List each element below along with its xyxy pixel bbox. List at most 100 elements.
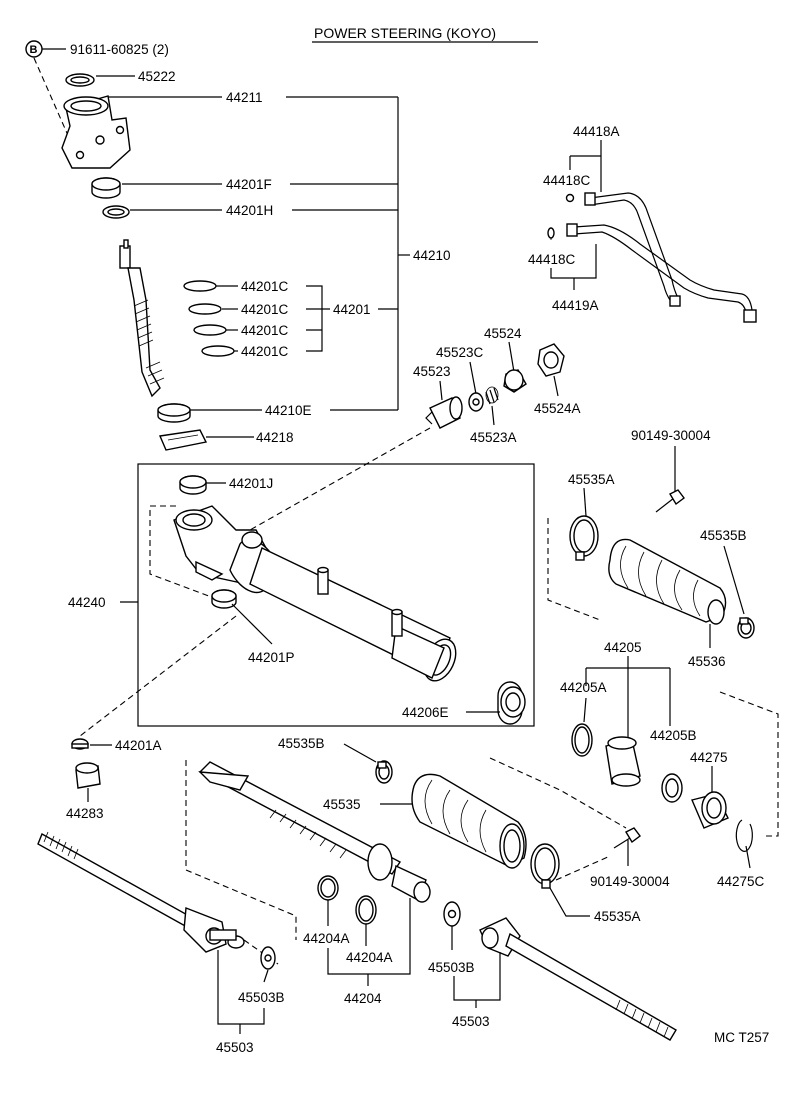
- bolt-marker-icon: B: [25, 40, 43, 58]
- label-44201P: 44201P: [248, 650, 295, 665]
- label-45524A: 45524A: [534, 401, 581, 416]
- label-44210E: 44210E: [265, 403, 312, 418]
- bushing-44205: [605, 736, 641, 787]
- label-45535: 45535: [323, 797, 361, 812]
- seal-44201P: [211, 589, 237, 609]
- cap-44283: [75, 762, 101, 789]
- label-44275: 44275: [690, 750, 728, 765]
- label-44204A-1: 44204A: [303, 931, 350, 946]
- label-45535A-mid: 45535A: [594, 909, 641, 924]
- boot-45536: [608, 538, 727, 625]
- snap-ring-44275C: [735, 819, 753, 852]
- label-44201C-2: 44201C: [241, 302, 289, 317]
- clamp-45535B-top: [737, 617, 755, 639]
- bolt-90149-top: [655, 489, 685, 513]
- label-44201C-3: 44201C: [241, 323, 289, 338]
- clamp-45535B-mid: [375, 760, 393, 784]
- washer-45523C: [468, 392, 484, 412]
- gasket-44218: [158, 429, 208, 451]
- label-44418C-top: 44418C: [543, 173, 591, 188]
- label-44418A: 44418A: [573, 124, 620, 139]
- label-45523C: 45523C: [436, 345, 484, 360]
- clamp-45535A-top: [569, 515, 599, 561]
- label-45524: 45524: [484, 326, 522, 341]
- label-44201: 44201: [333, 302, 371, 317]
- label-44201C-4: 44201C: [241, 344, 289, 359]
- label-45535B-top: 45535B: [700, 528, 747, 543]
- return-tube: [566, 223, 757, 323]
- washer-45503B-right: [443, 901, 461, 927]
- svg-text:B: B: [30, 44, 38, 56]
- o-ring-44205A: [571, 723, 593, 757]
- bolt-90149-mid: [613, 827, 641, 849]
- label-44211: 44211: [226, 90, 263, 105]
- label-45503B-right: 45503B: [428, 960, 475, 975]
- label-44201H: 44201H: [226, 203, 273, 218]
- housing-box-44240: [137, 463, 535, 727]
- boot-dash-mid: [489, 757, 627, 829]
- rings-44201C: [183, 280, 235, 357]
- rack-dash: [185, 760, 297, 940]
- boot-dash-right: [719, 691, 779, 837]
- label-90149-top: 90149-30004: [631, 428, 711, 443]
- label-44205B: 44205B: [650, 728, 697, 743]
- rack-housing: [173, 505, 457, 682]
- nut-45524A: [537, 343, 565, 377]
- label-45503B-left: 45503B: [238, 990, 285, 1005]
- boot-dash-left: [547, 518, 601, 621]
- bearing-44201F: [91, 177, 121, 199]
- valve-leader: [249, 427, 431, 531]
- union-seat-44418C-top: [565, 193, 575, 203]
- pinion-shaft: [119, 239, 165, 398]
- label-45503-right: 45503: [452, 1014, 490, 1029]
- label-44201F: 44201F: [226, 177, 272, 192]
- tie-rod-right: [479, 917, 677, 1041]
- pressure-tube: [584, 192, 681, 307]
- tie-rod-left: [37, 831, 245, 953]
- housing-dash-left: [149, 505, 215, 599]
- label-44283: 44283: [66, 806, 104, 821]
- label-44204: 44204: [344, 991, 382, 1006]
- label-44205A: 44205A: [560, 680, 607, 695]
- washer-45503B-left: [260, 946, 276, 970]
- boot-45535: [411, 773, 527, 869]
- label-44210: 44210: [413, 248, 451, 263]
- bushing-44206E: [497, 681, 526, 725]
- label-44275C: 44275C: [717, 874, 765, 889]
- valve-housing-44211: [61, 95, 131, 169]
- ring-44204A-2: [355, 895, 377, 925]
- plug-45524: [503, 369, 527, 393]
- figure-code: MC T257: [714, 1030, 769, 1045]
- seal-44201H: [102, 205, 130, 219]
- seal-45222: [65, 73, 95, 87]
- ring-44204A-1: [317, 875, 339, 901]
- label-45535A-top: 45535A: [568, 472, 615, 487]
- bolt-leader: [33, 57, 71, 141]
- spring-45523A: [485, 386, 499, 405]
- label-45523: 45523: [413, 364, 451, 379]
- label-44205: 44205: [604, 640, 642, 655]
- label-44201A: 44201A: [115, 738, 162, 753]
- bearing-44201J: [179, 475, 207, 495]
- bearing-44210E: [157, 403, 191, 423]
- label-44206E: 44206E: [402, 705, 449, 720]
- label-44419A: 44419A: [552, 298, 599, 313]
- label-44240: 44240: [68, 595, 106, 610]
- label-44218: 44218: [256, 430, 294, 445]
- label-45535B-mid: 45535B: [278, 736, 325, 751]
- plug-44201A: [71, 738, 89, 750]
- seal-leader: [79, 615, 237, 737]
- steering-rack: [198, 761, 431, 903]
- label-44418C-bottom: 44418C: [528, 252, 576, 267]
- label-44201C-1: 44201C: [241, 279, 289, 294]
- label-45503-left: 45503: [216, 1040, 254, 1055]
- label-45523A: 45523A: [470, 430, 517, 445]
- label-45222: 45222: [138, 69, 176, 84]
- label-45536: 45536: [688, 654, 726, 669]
- label-44201J: 44201J: [229, 476, 273, 491]
- valve-body-45523: [425, 396, 463, 429]
- label-44204A-2: 44204A: [346, 950, 393, 965]
- label-90149-mid: 90149-30004: [590, 874, 670, 889]
- ring-44205B: [661, 773, 683, 803]
